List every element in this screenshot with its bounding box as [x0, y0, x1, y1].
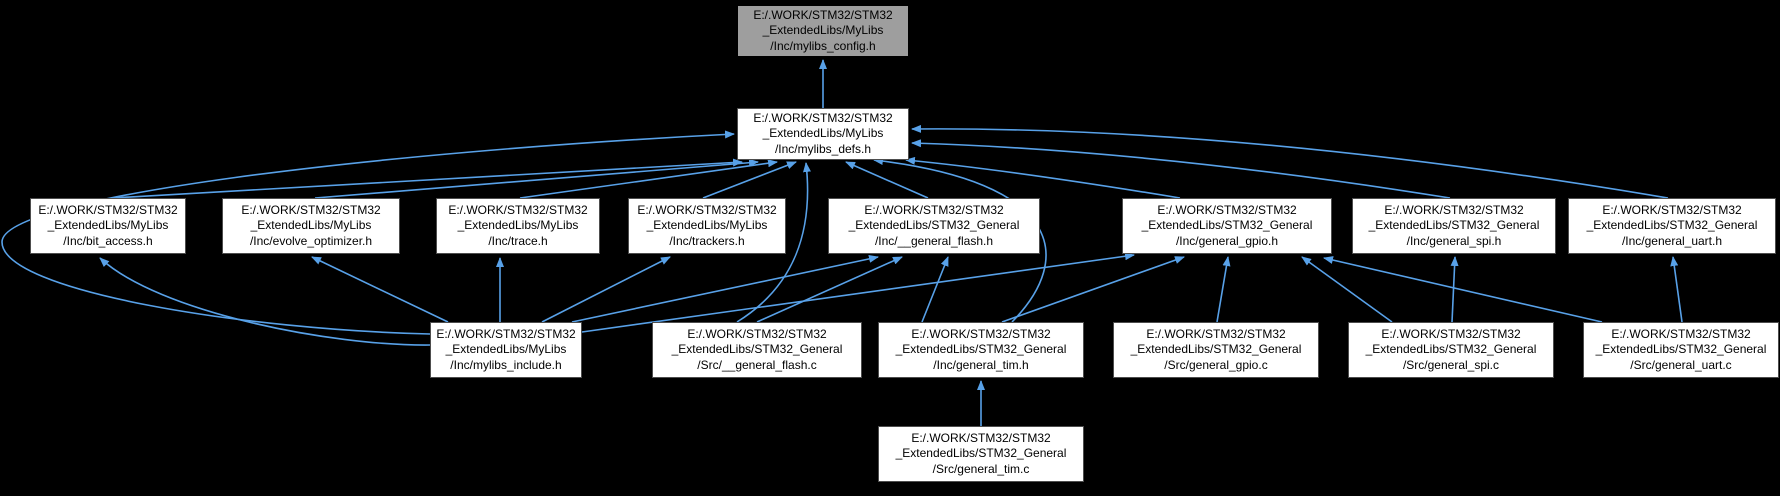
node-label-line: /Inc/mylibs_config.h	[770, 38, 876, 53]
node-label-line: _ExtendedLibs/MyLibs	[762, 23, 884, 38]
node-general-spi-c[interactable]: E:/.WORK/STM32/STM32 _ExtendedLibs/STM32…	[1348, 322, 1554, 378]
node-general-tim-h[interactable]: E:/.WORK/STM32/STM32 _ExtendedLibs/STM32…	[878, 322, 1084, 378]
node-label-line: /Inc/general_uart.h	[1621, 233, 1723, 248]
node-general-gpio-c[interactable]: E:/.WORK/STM32/STM32 _ExtendedLibs/STM32…	[1113, 322, 1319, 378]
edge-mylibs-include-to-general-flash-h	[571, 254, 879, 323]
node-label-line: /Inc/general_gpio.h	[1175, 233, 1279, 248]
edge-general-spi-h-to-mylibs-defs	[911, 139, 1451, 199]
node-label-line: E:/.WORK/STM32/STM32	[1602, 202, 1742, 217]
node-label-line: E:/.WORK/STM32/STM32	[436, 326, 576, 341]
edge-general-tim-h-to-general-gpio-h	[1001, 256, 1185, 323]
edge-mylibs-include-to-bit-access	[99, 257, 431, 346]
node-general-tim-c[interactable]: E:/.WORK/STM32/STM32 _ExtendedLibs/STM32…	[878, 426, 1084, 482]
node-label-line: /Inc/general_tim.h	[933, 357, 1029, 372]
edge-general-spi-c-to-general-spi-h	[1450, 256, 1459, 323]
edge-mylibs-include-to-mylibs-defs	[1, 130, 735, 335]
node-label-line: /Src/general_gpio.c	[1164, 357, 1268, 372]
edge-general-uart-c-to-general-uart-h	[1670, 256, 1683, 323]
node-trace-h[interactable]: E:/.WORK/STM32/STM32 _ExtendedLibs/MyLib…	[436, 198, 600, 254]
node-general-flash-h[interactable]: E:/.WORK/STM32/STM32 _ExtendedLibs/STM32…	[828, 198, 1040, 254]
node-label-line: E:/.WORK/STM32/STM32	[1146, 326, 1286, 341]
node-general-flash-c[interactable]: E:/.WORK/STM32/STM32 _ExtendedLibs/STM32…	[652, 322, 862, 378]
node-label-line: _ExtendedLibs/STM32_General	[1368, 218, 1540, 233]
node-label-line: _ExtendedLibs/STM32_General	[1595, 342, 1767, 357]
node-label-line: _ExtendedLibs/MyLibs	[47, 218, 169, 233]
node-label-line: /Inc/trace.h	[488, 233, 548, 248]
node-label-line: _ExtendedLibs/STM32_General	[848, 218, 1020, 233]
node-label-line: _ExtendedLibs/STM32_General	[1586, 218, 1758, 233]
edge-trace-to-mylibs-defs	[519, 159, 778, 199]
edge-general-gpio-c-to-general-gpio-h	[1216, 256, 1231, 323]
edge-mylibs-include-to-evolve-optimizer	[311, 256, 449, 323]
node-label-line: E:/.WORK/STM32/STM32	[448, 202, 588, 217]
node-label-line: _ExtendedLibs/STM32_General	[671, 342, 843, 357]
node-label-line: /Inc/__general_flash.h	[874, 233, 994, 248]
node-label-line: E:/.WORK/STM32/STM32	[38, 202, 178, 217]
node-label-line: _ExtendedLibs/STM32_General	[1365, 342, 1537, 357]
node-label-line: E:/.WORK/STM32/STM32	[911, 430, 1051, 445]
edge-general-tim-h-to-general-flash-h	[921, 256, 949, 323]
node-label-line: _ExtendedLibs/STM32_General	[1141, 218, 1313, 233]
node-label-line: E:/.WORK/STM32/STM32	[1611, 326, 1751, 341]
edge-general-uart-c-to-general-gpio-h	[1323, 256, 1603, 323]
node-label-line: /Inc/general_spi.h	[1406, 233, 1502, 248]
node-label-line: /Src/__general_flash.c	[697, 357, 817, 372]
node-mylibs-include-h[interactable]: E:/.WORK/STM32/STM32 _ExtendedLibs/MyLib…	[430, 322, 582, 378]
node-label-line: E:/.WORK/STM32/STM32	[753, 7, 893, 22]
edge-bit-access-to-mylibs-defs	[111, 158, 743, 199]
edge-general-uart-h-to-mylibs-defs	[911, 124, 1669, 199]
node-mylibs-defs-h[interactable]: E:/.WORK/STM32/STM32 _ExtendedLibs/MyLib…	[737, 108, 909, 160]
edge-trackers-to-mylibs-defs	[702, 161, 797, 199]
node-label-line: _ExtendedLibs/MyLibs	[762, 126, 884, 141]
node-label-line: E:/.WORK/STM32/STM32	[1157, 202, 1297, 217]
node-label-line: _ExtendedLibs/STM32_General	[895, 446, 1067, 461]
edge-mylibs-include-to-general-gpio-h	[581, 252, 1135, 333]
edge-general-flash-c-to-general-flash-h	[756, 256, 903, 323]
node-label-line: /Inc/mylibs_defs.h	[774, 141, 872, 156]
node-label-line: E:/.WORK/STM32/STM32	[753, 110, 893, 125]
node-label-line: /Inc/bit_access.h	[63, 233, 153, 248]
node-mylibs-config-h[interactable]: E:/.WORK/STM32/STM32 _ExtendedLibs/MyLib…	[737, 5, 909, 57]
node-trackers-h[interactable]: E:/.WORK/STM32/STM32 _ExtendedLibs/MyLib…	[628, 198, 786, 254]
node-evolve-optimizer-h[interactable]: E:/.WORK/STM32/STM32 _ExtendedLibs/MyLib…	[222, 198, 400, 254]
edge-general-flash-c-to-mylibs-defs	[736, 162, 811, 323]
node-label-line: E:/.WORK/STM32/STM32	[864, 202, 1004, 217]
edge-mylibs-include-to-trackers	[541, 256, 671, 323]
node-label-line: E:/.WORK/STM32/STM32	[1381, 326, 1521, 341]
node-label-line: _ExtendedLibs/STM32_General	[895, 342, 1067, 357]
node-label-line: /Src/general_tim.c	[932, 461, 1030, 476]
node-label-line: _ExtendedLibs/MyLibs	[457, 218, 579, 233]
node-label-line: /Src/general_uart.c	[1630, 357, 1732, 372]
node-label-line: E:/.WORK/STM32/STM32	[241, 202, 381, 217]
node-label-line: E:/.WORK/STM32/STM32	[911, 326, 1051, 341]
node-label-line: /Src/general_spi.c	[1402, 357, 1500, 372]
node-label-line: /Inc/trackers.h	[669, 233, 745, 248]
edge-general-flash-h-to-mylibs-defs	[845, 161, 929, 199]
node-label-line: E:/.WORK/STM32/STM32	[687, 326, 827, 341]
node-label-line: /Inc/mylibs_include.h	[450, 357, 562, 372]
node-general-uart-h[interactable]: E:/.WORK/STM32/STM32 _ExtendedLibs/STM32…	[1568, 198, 1776, 254]
node-label-line: _ExtendedLibs/MyLibs	[445, 342, 567, 357]
node-label-line: E:/.WORK/STM32/STM32	[637, 202, 777, 217]
node-label-line: /Inc/evolve_optimizer.h	[249, 233, 373, 248]
node-general-uart-c[interactable]: E:/.WORK/STM32/STM32 _ExtendedLibs/STM32…	[1583, 322, 1779, 378]
edge-evolve-optimizer-to-mylibs-defs	[314, 158, 759, 199]
node-general-gpio-h[interactable]: E:/.WORK/STM32/STM32 _ExtendedLibs/STM32…	[1122, 198, 1332, 254]
node-label-line: _ExtendedLibs/STM32_General	[1130, 342, 1302, 357]
edge-general-gpio-h-to-mylibs-defs	[905, 156, 1181, 199]
node-general-spi-h[interactable]: E:/.WORK/STM32/STM32 _ExtendedLibs/STM32…	[1352, 198, 1556, 254]
node-label-line: E:/.WORK/STM32/STM32	[1384, 202, 1524, 217]
node-label-line: _ExtendedLibs/MyLibs	[250, 218, 372, 233]
edge-general-spi-c-to-general-gpio-h	[1301, 256, 1393, 323]
node-label-line: _ExtendedLibs/MyLibs	[646, 218, 768, 233]
node-bit-access-h[interactable]: E:/.WORK/STM32/STM32 _ExtendedLibs/MyLib…	[30, 198, 186, 254]
